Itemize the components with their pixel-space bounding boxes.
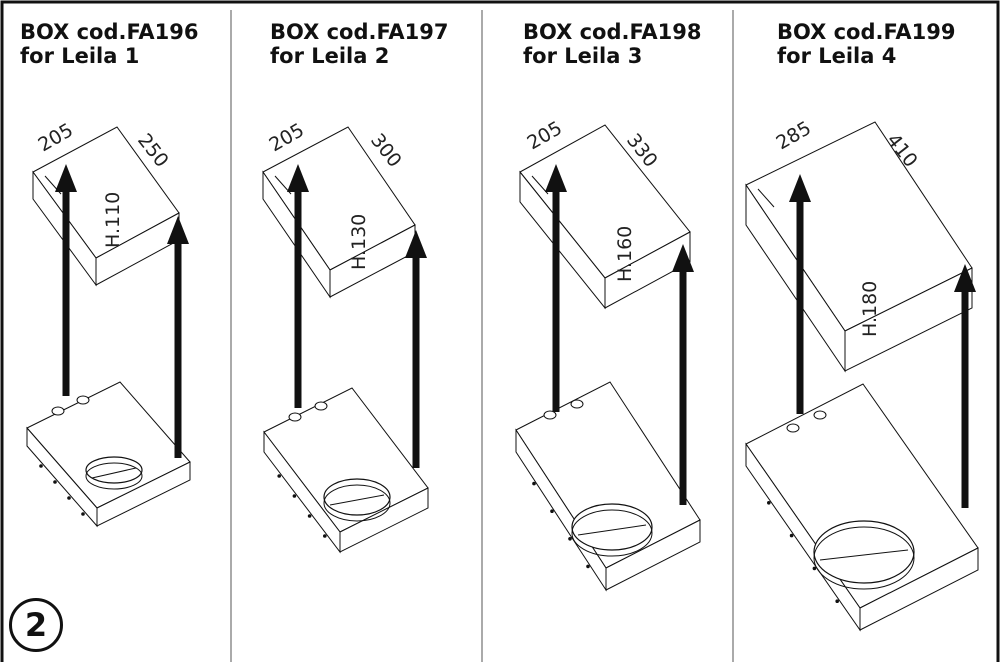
lift-arrow (167, 216, 189, 458)
lift-arrow (672, 244, 694, 505)
box-code-label: BOX cod.FA199 (777, 20, 956, 44)
box-code-label: BOX cod.FA196 (20, 20, 199, 44)
panel-title-1: BOX cod.FA196 for Leila 1 (20, 20, 199, 68)
model-label: for Leila 4 (777, 44, 897, 68)
step-number-badge: 2 (9, 598, 63, 652)
width-dimension: 205 (524, 117, 566, 154)
box-code-label: BOX cod.FA197 (270, 20, 449, 44)
model-label: for Leila 1 (20, 44, 140, 68)
extractor-housing (745, 383, 979, 632)
lift-arrow (789, 174, 811, 414)
height-dimension: H.160 (614, 226, 636, 282)
lift-arrow (287, 164, 309, 408)
panel-title-2: BOX cod.FA197 for Leila 2 (270, 20, 449, 68)
model-label: for Leila 3 (523, 44, 643, 68)
model-label: for Leila 2 (270, 44, 390, 68)
panel-title-3: BOX cod.FA198 for Leila 3 (523, 20, 702, 68)
lift-arrow (954, 264, 976, 508)
width-dimension: 205 (266, 119, 308, 156)
width-dimension: 285 (773, 117, 815, 154)
extractor-housing (26, 381, 191, 528)
box-outline (745, 121, 973, 373)
lift-arrow (55, 164, 77, 396)
box-outline (519, 124, 691, 310)
lift-arrow (545, 164, 567, 412)
extractor-housing (263, 387, 429, 554)
extractor-housing (515, 381, 701, 592)
panel-title-4: BOX cod.FA199 for Leila 4 (777, 20, 956, 68)
height-dimension: H.180 (859, 281, 881, 337)
height-dimension: H.130 (348, 214, 370, 270)
box-code-label: BOX cod.FA198 (523, 20, 702, 44)
height-dimension: H.110 (102, 192, 124, 248)
lift-arrow (405, 230, 427, 468)
width-dimension: 205 (35, 119, 77, 156)
